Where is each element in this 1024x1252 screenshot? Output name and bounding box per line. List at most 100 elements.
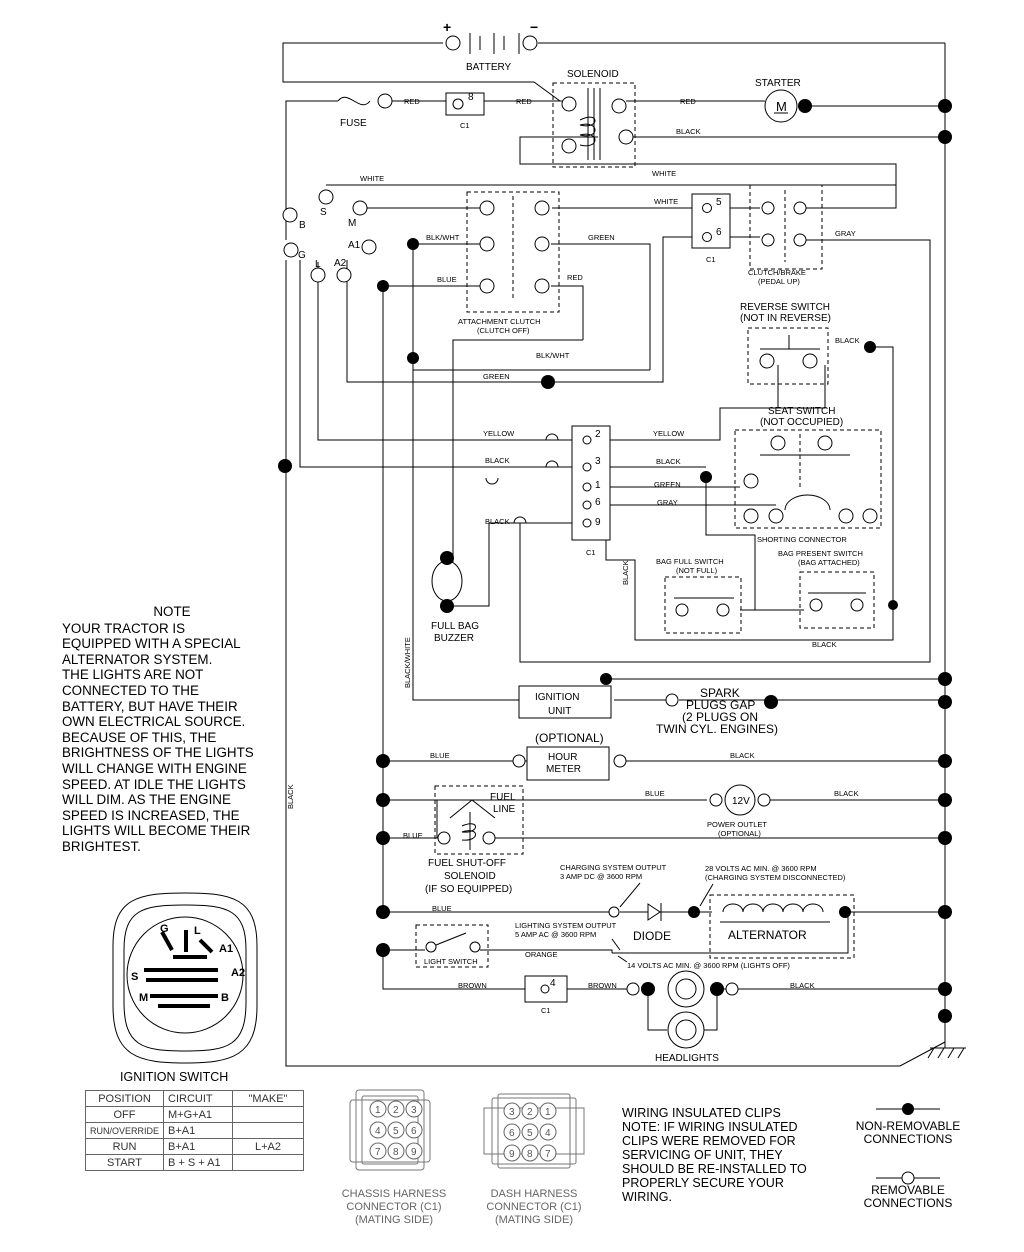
non-removable-dots	[278, 99, 952, 1023]
wire-brown-label: BROWN	[588, 981, 617, 990]
diode-label: DIODE	[633, 929, 671, 943]
pin-5: 5	[716, 197, 722, 208]
wire-black-label: BLACK	[835, 336, 860, 345]
col-make: "MAKE"	[232, 1090, 305, 1107]
dash-pin-label: 9	[509, 1149, 515, 1160]
c1-label: C1	[460, 121, 470, 130]
chassis-pin	[405, 1100, 423, 1118]
wire-blue-label: BLUE	[430, 751, 450, 760]
light-switch-label: LIGHT SWITCH	[424, 957, 478, 966]
ign-letter-b: B	[221, 992, 229, 1004]
spark-plugs-note: (2 PLUGS ON	[682, 710, 758, 724]
dash-pin	[521, 1144, 539, 1162]
pin-8: 8	[468, 92, 474, 103]
legend-nonremovable: NON-REMOVABLE CONNECTIONS	[855, 1119, 961, 1146]
c1-label: C1	[541, 1006, 551, 1015]
ac28-note: (CHARGING SYSTEM DISCONNECTED)	[705, 873, 846, 882]
dash-pin	[521, 1102, 539, 1120]
starter-label: STARTER	[755, 78, 801, 89]
battery-plus: +	[443, 19, 451, 35]
wire-blue-label: BLUE	[403, 831, 423, 840]
wire-black-label: BLACK	[485, 456, 510, 465]
attach-clutch-label: ATTACHMENT CLUTCH	[458, 317, 541, 326]
headlights	[626, 970, 739, 1049]
dash-pin	[503, 1102, 521, 1120]
wire-white-label: WHITE	[360, 174, 384, 183]
wire-blue-label: BLUE	[432, 904, 452, 913]
legend-nonremovable-dot	[902, 1103, 914, 1115]
bag-present-state: (BAG ATTACHED)	[798, 558, 860, 567]
dash-pin	[539, 1102, 557, 1120]
buzzer-label: FULL BAG	[431, 621, 479, 632]
cell-make	[232, 1154, 305, 1171]
fuel-line-label: FUEL	[490, 792, 516, 803]
cell-position: RUN	[84, 1138, 165, 1155]
battery	[445, 33, 538, 54]
dash-pin	[503, 1144, 521, 1162]
legend-removable: REMOVABLE CONNECTIONS	[863, 1183, 953, 1210]
table-row: OFF M+G+A1	[84, 1106, 305, 1123]
wire-red-label: RED	[567, 273, 583, 282]
fuel-shutoff-solenoid	[434, 785, 524, 855]
pin-6b: 6	[595, 497, 601, 508]
term-g: G	[298, 250, 306, 261]
table-row: RUN/OVERRIDE B+A1	[84, 1122, 305, 1139]
wiring-clips-note: WIRING INSULATED CLIPS NOTE: IF WIRING I…	[622, 1106, 807, 1204]
wire-blkwht-label: BLK/WHT	[536, 351, 570, 360]
chassis-pin-label: 2	[393, 1105, 399, 1116]
table-header-row: POSITION CIRCUIT "MAKE"	[84, 1090, 305, 1107]
attach-clutch-state: (CLUTCH OFF)	[477, 326, 530, 335]
wire-black-label: BLACK	[621, 560, 630, 585]
wire-blkwht-label: BLK/WHT	[426, 233, 460, 242]
cell-position: OFF	[84, 1106, 165, 1123]
lighting-output-spec: 5 AMP AC @ 3600 RPM	[515, 930, 596, 939]
bag-present-switch	[799, 571, 875, 629]
table-row: START B + S + A1	[84, 1154, 305, 1171]
wire-black-label: BLACK	[834, 789, 859, 798]
chassis-pin	[369, 1100, 387, 1118]
pin-6: 6	[716, 227, 722, 238]
seat-switch	[734, 429, 882, 529]
pin-1: 1	[595, 480, 601, 491]
alternator-note: NOTE YOUR TRACTOR IS EQUIPPED WITH A SPE…	[62, 604, 277, 855]
power-outlet-symbol: 12V	[732, 796, 750, 807]
dash-pin	[539, 1144, 557, 1162]
dash-pin	[503, 1123, 521, 1141]
dash-pin-label: 6	[509, 1128, 515, 1139]
chassis-pin-label: 3	[411, 1105, 417, 1116]
ignition-unit-label2: UNIT	[548, 706, 571, 717]
cell-make: L+A2	[232, 1138, 305, 1155]
ac28-label: 28 VOLTS AC MIN. @ 3600 RPM	[705, 864, 817, 873]
diode	[647, 903, 662, 921]
solenoid	[552, 82, 636, 168]
chassis-pin-label: 5	[393, 1126, 399, 1137]
shorting-connector-label: SHORTING CONNECTOR	[757, 535, 847, 544]
ign-letter-a1: A1	[219, 943, 233, 955]
wire-gray-label: GRAY	[657, 498, 678, 507]
ac14-label: 14 VOLTS AC MIN. @ 3600 RPM (LIGHTS OFF)	[627, 961, 790, 970]
chassis-pin	[387, 1142, 405, 1160]
ignition-unit-label: IGNITION	[535, 692, 579, 703]
c1-label: C1	[706, 255, 716, 264]
chassis-pin	[387, 1121, 405, 1139]
clutch-brake-label: CLUTCH/BRAKE	[748, 268, 806, 277]
chassis-pin-label: 8	[393, 1147, 399, 1158]
pin-9: 9	[595, 517, 601, 528]
wire-black-label: BLACK	[286, 784, 295, 809]
dash-pin-label: 8	[527, 1149, 533, 1160]
wire-yellow-label: YELLOW	[653, 429, 685, 438]
cell-circuit: B+A1	[163, 1122, 234, 1139]
wire-black-label: BLACK	[676, 127, 701, 136]
power-outlet-optional: (OPTIONAL)	[718, 829, 761, 838]
wire-orange-label: ORANGE	[525, 950, 558, 959]
note-body: YOUR TRACTOR IS EQUIPPED WITH A SPECIAL …	[62, 620, 254, 854]
dash-pin	[539, 1123, 557, 1141]
chassis-pin-label: 6	[411, 1126, 417, 1137]
wire-green-label: GREEN	[483, 372, 510, 381]
ign-letter-a2: A2	[231, 967, 245, 979]
bag-full-switch	[664, 576, 742, 634]
chassis-pin	[405, 1142, 423, 1160]
chassis-pin	[369, 1142, 387, 1160]
light-switch	[415, 924, 489, 968]
